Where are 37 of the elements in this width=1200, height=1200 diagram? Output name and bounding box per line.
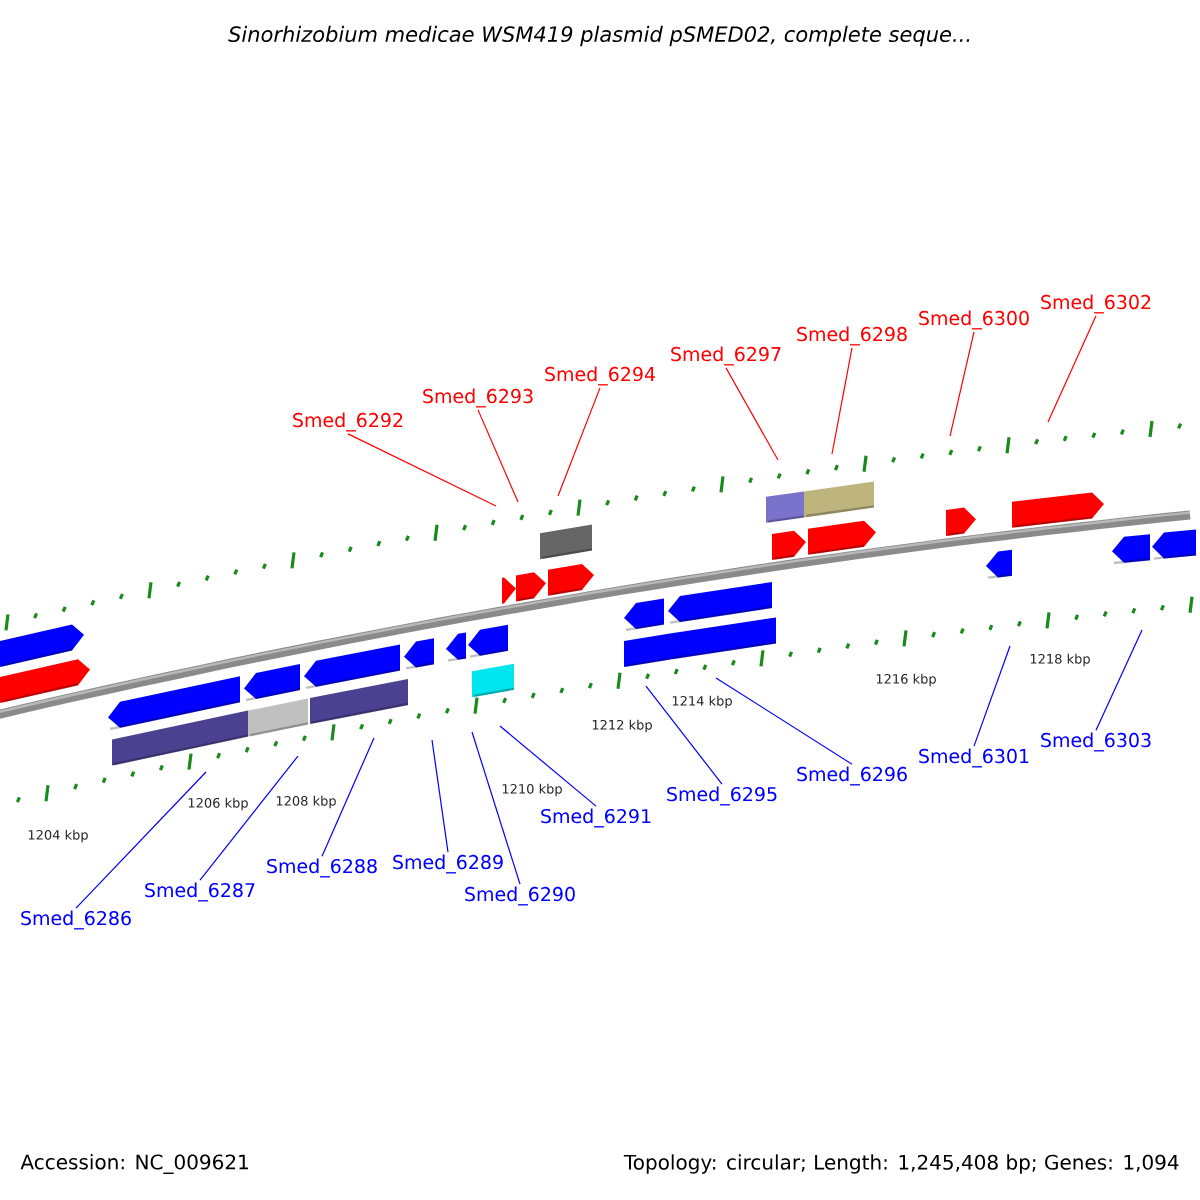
leader-line (477, 409, 519, 503)
leader-line (431, 739, 449, 853)
gene-label: Smed_6303 (1041, 732, 1151, 752)
leader-line (715, 677, 853, 765)
leader-line (1095, 629, 1143, 731)
leader-line (75, 771, 207, 909)
title: Sinorhizobium medicae WSM419 plasmid pSMED02, complete seque... (228, 25, 970, 47)
gene-label: Smed_6302 (1041, 294, 1151, 314)
gene-label: Smed_6288 (267, 858, 377, 878)
gene-label: Smed_6298 (797, 326, 907, 346)
gene-label: Smed_6294 (545, 366, 656, 386)
accession-text: Accession: NC_009621 (20, 1154, 248, 1174)
gene-label: Smed_6291 (541, 808, 651, 828)
leader-line (973, 645, 1011, 747)
gene-label: Smed_6286 (21, 910, 131, 930)
leader-line (831, 347, 853, 455)
leader-line (347, 433, 497, 507)
leader-line (557, 387, 601, 497)
leader-line (199, 755, 299, 881)
genome-info-text: Topology: circular; Length: 1,245,408 bp; Genes: 1,094 (623, 1154, 1179, 1174)
gene-label: Smed_6289 (393, 854, 503, 874)
gene-label: Smed_6296 (797, 766, 907, 786)
leader-line (1047, 315, 1097, 423)
gene-label: Smed_6290 (465, 886, 575, 906)
gene-label: Smed_6287 (145, 882, 255, 902)
leader-line (471, 731, 521, 885)
gene-label: Smed_6300 (919, 310, 1029, 330)
leader-line (725, 367, 779, 461)
leader-line (499, 725, 597, 807)
gene-label: Smed_6292 (293, 412, 403, 432)
leader-line (949, 331, 975, 437)
gene-label: Smed_6293 (423, 388, 533, 408)
leader-line (321, 737, 375, 857)
gene-label: Smed_6295 (667, 786, 777, 806)
leader-line (645, 685, 723, 785)
gene-label: Smed_6301 (919, 748, 1029, 768)
gene-label: Smed_6297 (671, 346, 781, 366)
